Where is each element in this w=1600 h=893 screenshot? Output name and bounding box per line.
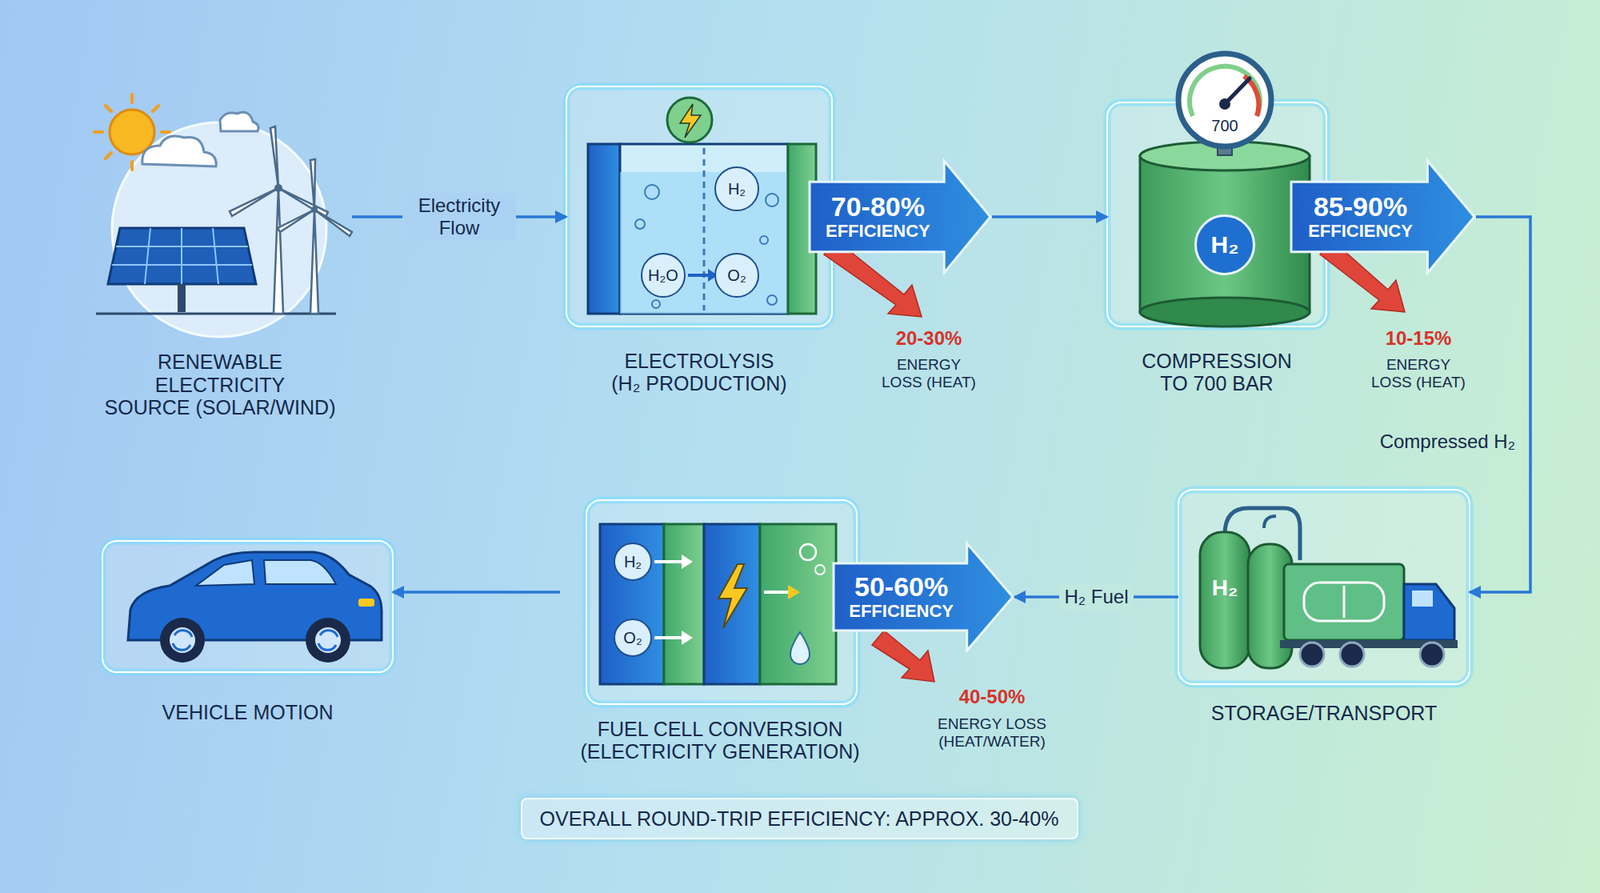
- node-text: H₂O: [648, 266, 679, 285]
- loss-note: ENERGY LOSS (HEAT/WATER): [932, 715, 1052, 751]
- node-text: O₂: [623, 628, 642, 648]
- efficiency-arrow: 70-80%EFFICIENCY: [808, 158, 992, 276]
- node-text: RENEWABLE ELECTRICITY SOURCE (SOLAR/WIND…: [100, 350, 340, 424]
- efficiency-arrow: 50-60%EFFICIENCY: [832, 540, 1015, 653]
- node-text: H₂: [624, 552, 642, 572]
- process-box: STORAGE/TRANSPORT: [1178, 489, 1470, 730]
- node-text: OVERALL ROUND-TRIP EFFICIENCY: APPROX. 3…: [540, 807, 1060, 831]
- edge-label: Compressed H₂: [1375, 428, 1520, 455]
- flow-connector: [992, 215, 1108, 219]
- node-text: 700: [1211, 116, 1238, 147]
- tank-label: H₂: [1212, 575, 1239, 601]
- flow-connector: [392, 590, 560, 594]
- gas-circle: H₂: [613, 542, 652, 581]
- loss-percent: 20-30%: [896, 327, 963, 350]
- loss-percent: 40-50%: [959, 685, 1026, 708]
- vehicle-box: VEHICLE MOTION: [102, 540, 393, 729]
- loss-percent: 10-15%: [1385, 327, 1452, 350]
- process-box: ELECTROLYSIS (H₂ PRODUCTION) H₂ H₂O O₂: [566, 86, 832, 400]
- edge-label: H₂ Fuel: [1059, 584, 1133, 610]
- edge-label: Electricity Flow: [402, 192, 516, 240]
- glow-frames: [102, 86, 1470, 704]
- efficiency-arrow: 85-90%EFFICIENCY: [1289, 158, 1476, 276]
- node-text: FUEL CELL CONVERSION (ELECTRICITY GENERA…: [561, 717, 879, 769]
- node-text: 85-90%: [1289, 192, 1432, 222]
- node-text: STORAGE/TRANSPORT: [1188, 701, 1460, 730]
- node-text: EFFICIENCY: [808, 221, 948, 241]
- loss-arrows: [824, 240, 1405, 682]
- node-text: 50-60%: [832, 572, 971, 602]
- node-text: COMPRESSION TO 700 BAR: [1132, 349, 1301, 401]
- car-icon: [128, 552, 382, 663]
- compressor-tank-icon: [1140, 53, 1310, 327]
- storage-truck-icon: [1200, 508, 1458, 668]
- loss-note: ENERGY LOSS (HEAT): [1358, 356, 1479, 392]
- process-box: FUEL CELL CONVERSION (ELECTRICITY GENERA…: [560, 500, 880, 768]
- node-text: EFFICIENCY: [1289, 221, 1432, 241]
- hydrogen-circle: H₂: [1194, 214, 1256, 276]
- bubble-circle: H₂O: [640, 252, 686, 298]
- loss-note: ENERGY LOSS (HEAT): [868, 356, 989, 392]
- bubble-circle: H₂: [714, 166, 760, 212]
- node-text: VEHICLE MOTION: [112, 700, 384, 729]
- summary-box: OVERALL ROUND-TRIP EFFICIENCY: APPROX. 3…: [520, 797, 1079, 840]
- flow-connector: [1469, 216, 1531, 592]
- node-text: H₂: [1211, 231, 1240, 259]
- fuel-cell-icon: [600, 524, 836, 684]
- source-node: RENEWABLE ELECTRICITY SOURCE (SOLAR/WIND…: [88, 88, 352, 424]
- node-text: 70-80%: [808, 192, 948, 222]
- node-text: ELECTROLYSIS (H₂ PRODUCTION): [579, 349, 820, 401]
- pressure-gauge: 700: [1178, 53, 1272, 147]
- bubble-circle: O₂: [714, 252, 760, 298]
- gas-circle: O₂: [613, 618, 652, 657]
- renewable-icon: [94, 94, 352, 337]
- node-text: EFFICIENCY: [832, 601, 971, 621]
- node-text: O₂: [727, 266, 746, 285]
- node-text: H₂: [728, 180, 746, 199]
- electrolyzer-icon: [588, 97, 816, 314]
